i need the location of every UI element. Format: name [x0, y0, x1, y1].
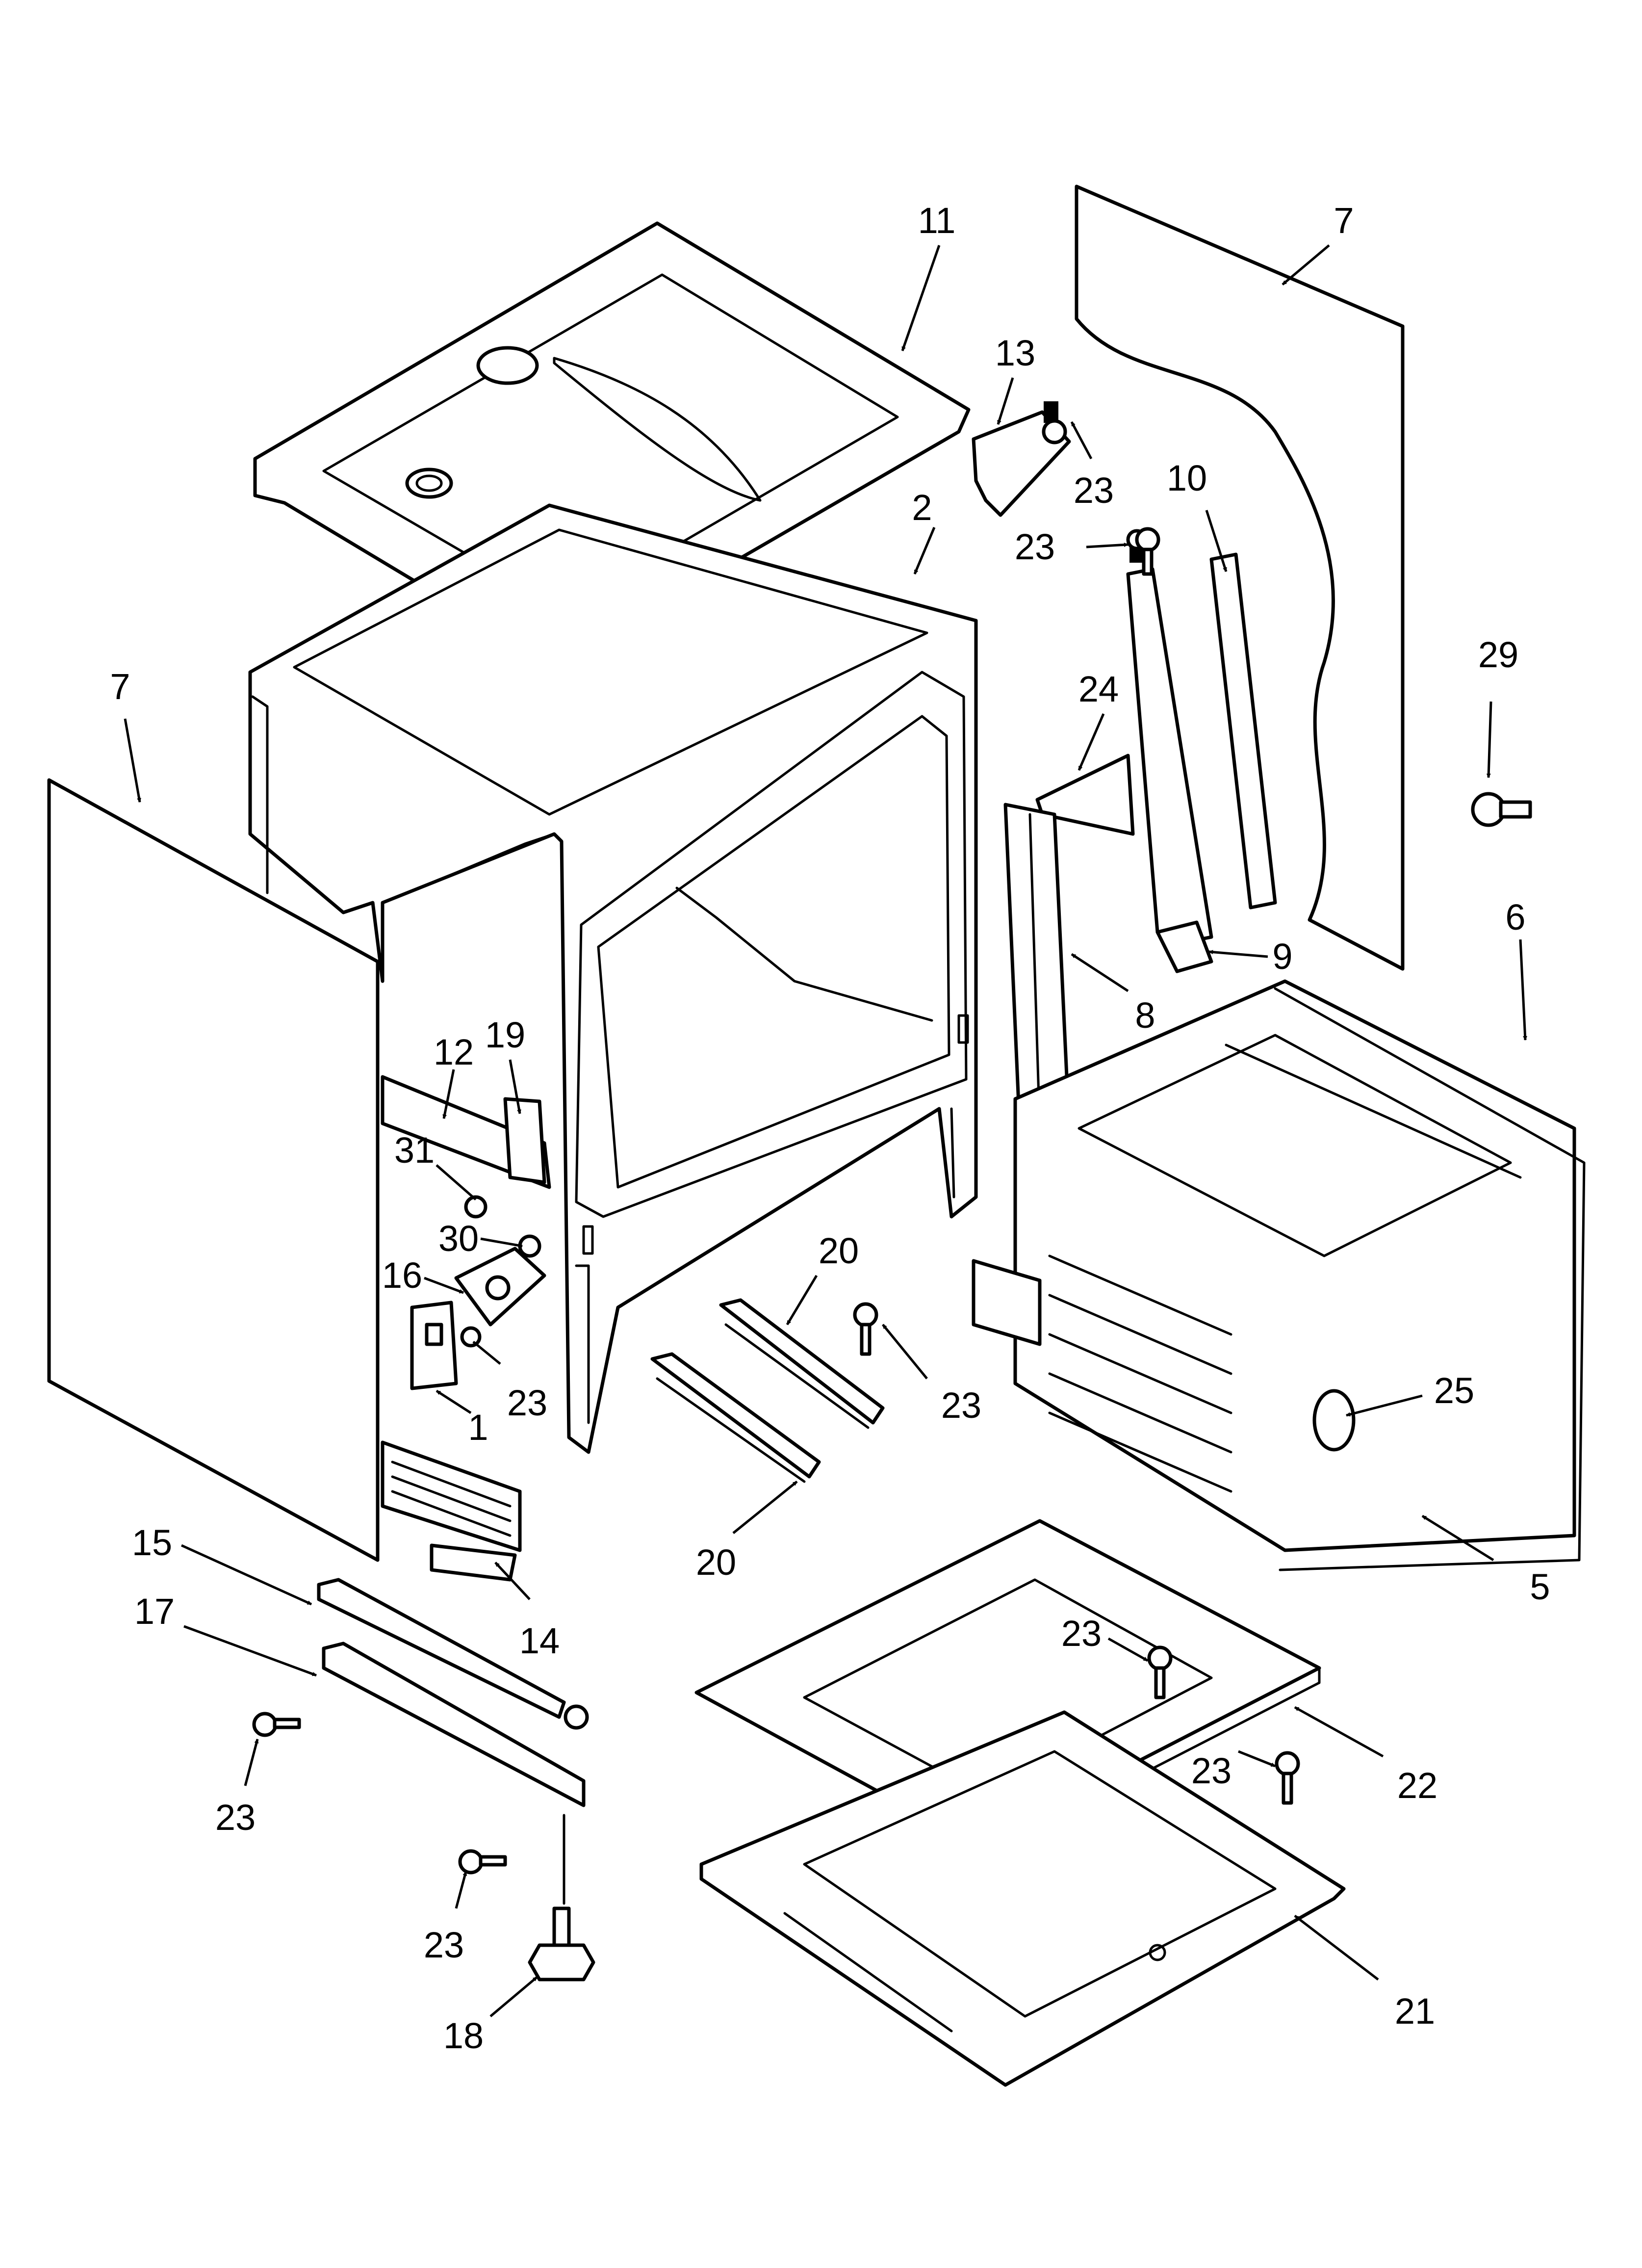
screw-icon — [1275, 1751, 1300, 1805]
callout-7-right: 7 — [1334, 200, 1354, 241]
part-main-frame — [248, 503, 978, 1454]
callout-30: 30 — [438, 1218, 479, 1259]
callout-22: 22 — [1397, 1765, 1437, 1806]
callout-5: 5 — [1530, 1566, 1550, 1607]
callout-23: 23 — [507, 1382, 547, 1423]
callout-labels: 11 7 13 23 2 23 10 7 29 24 9 8 6 12 19 3… — [110, 200, 1550, 2056]
callout-23: 23 — [1015, 526, 1055, 567]
callout-31: 31 — [394, 1130, 435, 1171]
callout-17: 17 — [134, 1591, 175, 1632]
part-right-side-panel — [1075, 184, 1405, 971]
callout-16: 16 — [382, 1255, 422, 1296]
screw-icon — [252, 1712, 301, 1737]
screw-icons — [252, 527, 1300, 1875]
part-top-panel — [253, 221, 971, 659]
part-leveling-rails — [317, 1578, 589, 1807]
callout-leaders — [124, 244, 1528, 2017]
callout-11: 11 — [918, 200, 956, 241]
callout-15: 15 — [132, 1522, 172, 1563]
callout-29: 29 — [1478, 634, 1518, 675]
callout-20-lower: 20 — [696, 1542, 736, 1583]
callout-6: 6 — [1505, 897, 1525, 938]
part-oven-cavity — [972, 979, 1586, 1571]
callout-23: 23 — [424, 1925, 464, 1965]
callout-19: 19 — [485, 1015, 525, 1055]
part-vent-box-14 — [381, 1440, 522, 1582]
screw-icon — [1135, 527, 1160, 576]
part-left-components — [381, 1075, 551, 1390]
callout-14: 14 — [519, 1620, 560, 1661]
callout-21: 21 — [1395, 1991, 1435, 2032]
callout-20-upper: 20 — [819, 1230, 859, 1271]
callout-1: 1 — [468, 1407, 488, 1448]
part-brackets-9-10 — [1126, 529, 1277, 973]
callout-2: 2 — [912, 487, 932, 528]
callout-7-left: 7 — [110, 666, 130, 707]
part-bracket-13 — [972, 401, 1071, 517]
part-valve-29 — [1471, 792, 1532, 827]
callout-24: 24 — [1078, 669, 1119, 709]
callout-9: 9 — [1272, 936, 1292, 977]
screw-icon — [1147, 1645, 1173, 1699]
callout-25: 25 — [1434, 1370, 1474, 1411]
callout-23: 23 — [1191, 1750, 1232, 1791]
callout-23: 23 — [215, 1797, 256, 1838]
callout-8: 8 — [1135, 995, 1155, 1036]
callout-10: 10 — [1167, 458, 1207, 498]
callout-23: 23 — [1074, 470, 1114, 511]
part-shield-24 — [1035, 754, 1135, 836]
callout-18: 18 — [443, 2015, 484, 2056]
part-leveling-leg-18 — [528, 1814, 595, 1981]
part-angle-brackets-20 — [650, 1298, 885, 1483]
callout-13: 13 — [995, 333, 1035, 373]
callout-12: 12 — [434, 1032, 474, 1072]
part-left-side-panel — [47, 778, 380, 1562]
part-floor-panel-21 — [699, 1710, 1346, 2087]
callout-23: 23 — [1061, 1613, 1102, 1654]
screw-icon — [458, 1849, 507, 1875]
screw-icon — [853, 1302, 878, 1356]
callout-23: 23 — [941, 1385, 981, 1426]
